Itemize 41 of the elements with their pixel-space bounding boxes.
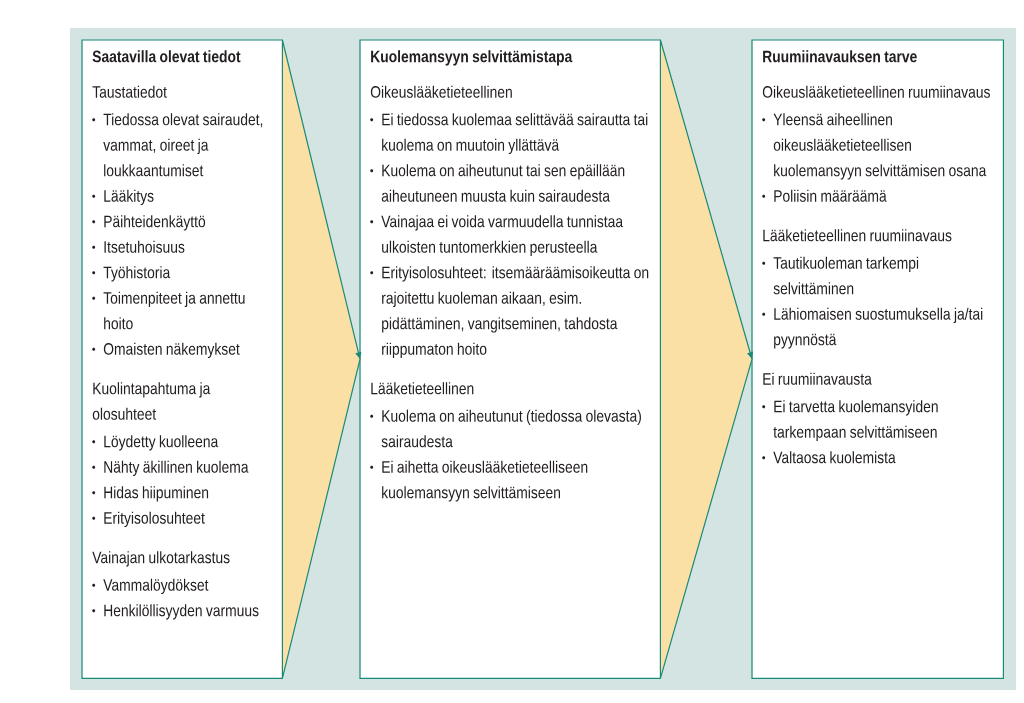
bullet-item: Kuolema on aiheutunut (tiedossa olevasta) sairaudesta — [370, 409, 641, 448]
section-heading: Lääketieteellinen — [371, 382, 474, 395]
bullet-item: Erityisolosuhteet — [92, 511, 205, 528]
bullet-item: Vainajaa ei voida varmuudella tunnistaa ulkoisten tuntomerkkien perusteella — [370, 215, 624, 257]
bullet-item: Vammalöydökset — [92, 578, 209, 595]
bullet-item: Työhistoria — [92, 266, 171, 282]
bullet-item: Valtaosa kuolemista — [762, 451, 896, 464]
column-heading: Saatavilla olevat tiedot — [92, 50, 241, 63]
bullet-item: Itsetuhoisuus — [92, 240, 185, 253]
bullet-item: Löydetty kuolleena — [92, 435, 219, 451]
bullet-item: Tiedossa olevat sairaudet, vammat, oireet ja loukkaantumiset — [92, 113, 263, 177]
bullet-item: Nähty äkillinen kuolema — [92, 460, 249, 477]
section-heading: Lääketieteellinen ruumiinavaus — [763, 229, 952, 242]
chevron-arrow — [281, 39, 362, 679]
section-heading: Taustatiedot — [92, 85, 167, 98]
bullet-item: Henkilöllisyyden varmuus — [92, 604, 259, 620]
bullet-item: Tautikuoleman tarkempi selvittäminen — [762, 256, 919, 295]
column-box — [81, 39, 283, 679]
bullet-item: Päihteidenkäyttö — [92, 215, 206, 231]
section-heading: Oikeuslääketieteellinen — [370, 85, 512, 98]
column-heading: Ruumiinavauksen tarve — [763, 50, 917, 63]
bullet-item: Kuolema on aiheutunut tai sen epäillään aiheutuneen muusta kuin sairaudesta — [370, 164, 625, 202]
section-heading: Oikeuslääketieteellinen ruumiinavaus — [762, 85, 990, 98]
bullet-item: Omaisten näkemykset — [92, 342, 240, 359]
bullet-item: Ei tarvetta kuolemansyiden tarkempaan selvittämiseen — [762, 400, 938, 442]
bullet-item: Lääkitys — [92, 189, 154, 206]
bullet-item: Erityisolosuhteet: itsemääräämisoikeutta on rajoitettu kuoleman aikaan, esim. pidättäminen, vangitseminen, tahdosta riippumaton hoito — [370, 266, 649, 359]
bullet-item: Yleensä aiheellinen oikeuslääketieteellisen kuolemansyyn selvittämisen osana — [762, 113, 987, 180]
bullet-item: Poliisin määräämä — [762, 189, 887, 202]
bullet-item: Ei aihetta oikeuslääketieteelliseen kuolemansyyn selvittämiseen — [370, 460, 588, 502]
section-heading: Kuolintapahtuma ja olosuhteet — [92, 382, 211, 420]
bullet-item: Lähiomaisen suostumuksella ja/tai pyynnöstä — [762, 307, 983, 349]
section-heading: Vainajan ulkotarkastus — [92, 551, 230, 567]
section-heading: Ei ruumiinavausta — [763, 372, 872, 385]
bullet-item: Ei tiedossa kuolemaa selittävää sairautta tai kuolema on muutoin yllättävä — [370, 113, 648, 155]
bullet-item: Hidas hiipuminen — [92, 486, 209, 502]
chevron-arrow — [659, 39, 754, 679]
column-heading: Kuolemansyyn selvittämistapa — [371, 50, 573, 66]
bullet-item: Toimenpiteet ja annettu hoito — [92, 291, 245, 330]
column-box — [359, 39, 661, 679]
column-box — [751, 39, 1004, 679]
